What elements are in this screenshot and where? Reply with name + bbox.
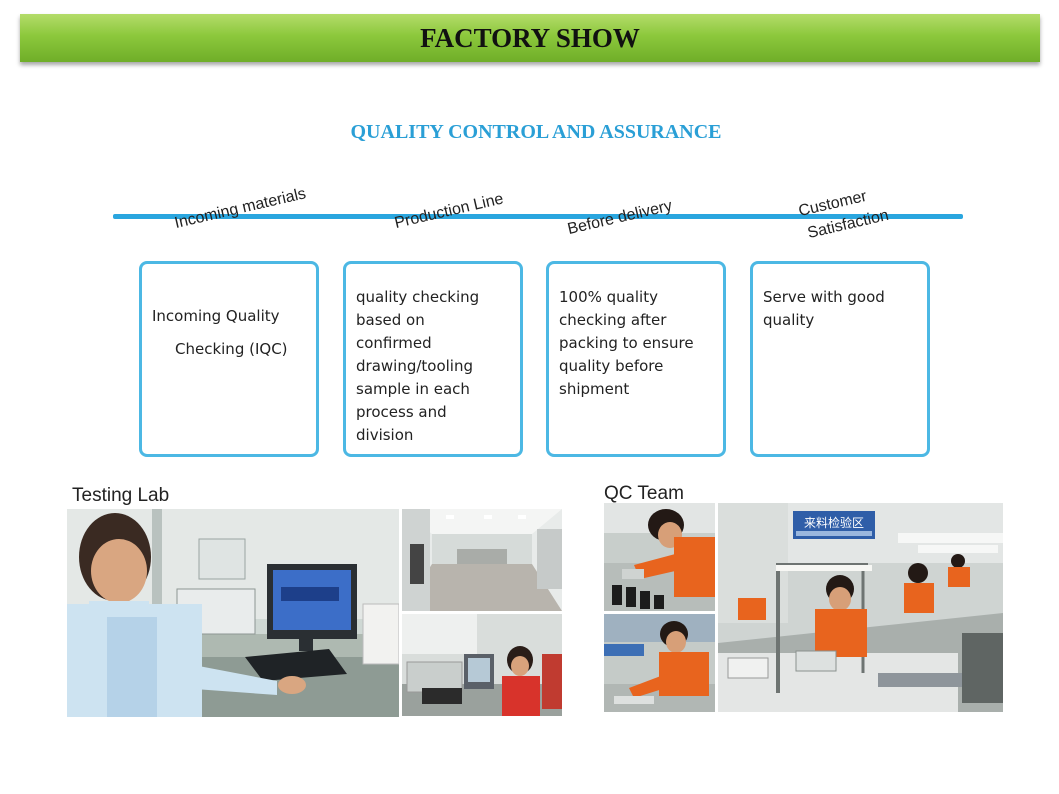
testing-lab-photo-operator xyxy=(402,614,562,716)
box-line: based on xyxy=(356,311,425,329)
box-text: Serve with good quality xyxy=(763,286,919,332)
stage-label-production: Production Line xyxy=(392,190,506,233)
box-before-delivery: 100% quality checking after packing to e… xyxy=(546,261,726,457)
box-line: quality xyxy=(763,311,815,329)
box-line: 100% quality xyxy=(559,288,658,306)
box-incoming-quality: Incoming Quality Checking (IQC) xyxy=(139,261,319,457)
box-production-line: quality checking based on confirmed draw… xyxy=(343,261,523,457)
qc-team-photo-worker xyxy=(604,614,715,712)
box-line: confirmed xyxy=(356,334,432,352)
timeline-line xyxy=(113,214,963,219)
box-line: division xyxy=(356,426,414,444)
qc-team-photo-inspector xyxy=(604,503,715,611)
box-line: process and xyxy=(356,403,447,421)
box-line: Checking (IQC) xyxy=(175,340,288,358)
box-line: quality before xyxy=(559,357,664,375)
box-text: Incoming Quality Checking (IQC) xyxy=(152,300,288,366)
box-customer-satisfaction: Serve with good quality xyxy=(750,261,930,457)
section-subtitle: QUALITY CONTROL AND ASSURANCE xyxy=(350,121,722,143)
box-line: quality checking xyxy=(356,288,480,306)
banner-title: FACTORY SHOW xyxy=(420,22,640,53)
testing-lab-photo-main xyxy=(67,509,399,717)
qc-team-label: QC Team xyxy=(604,483,684,504)
box-line: sample in each xyxy=(356,380,470,398)
box-line: shipment xyxy=(559,380,630,398)
testing-lab-label: Testing Lab xyxy=(72,485,170,506)
qc-team-photo-inspection-area: 来料检验区 xyxy=(718,503,1003,712)
stage-label-incoming: Incoming materials xyxy=(172,185,308,233)
inspection-area-sign: 来料检验区 xyxy=(804,515,864,530)
box-line: packing to ensure xyxy=(559,334,694,352)
box-line: drawing/tooling xyxy=(356,357,473,375)
box-text: quality checking based on confirmed draw… xyxy=(356,286,512,447)
stage-label-delivery: Before delivery xyxy=(565,197,674,239)
box-line: Incoming Quality xyxy=(152,307,280,325)
header-banner: FACTORY SHOW xyxy=(20,14,1040,62)
box-text: 100% quality checking after packing to e… xyxy=(559,286,715,401)
testing-lab-photo-room xyxy=(402,509,562,611)
box-line: checking after xyxy=(559,311,667,329)
box-line: Serve with good xyxy=(763,288,885,306)
